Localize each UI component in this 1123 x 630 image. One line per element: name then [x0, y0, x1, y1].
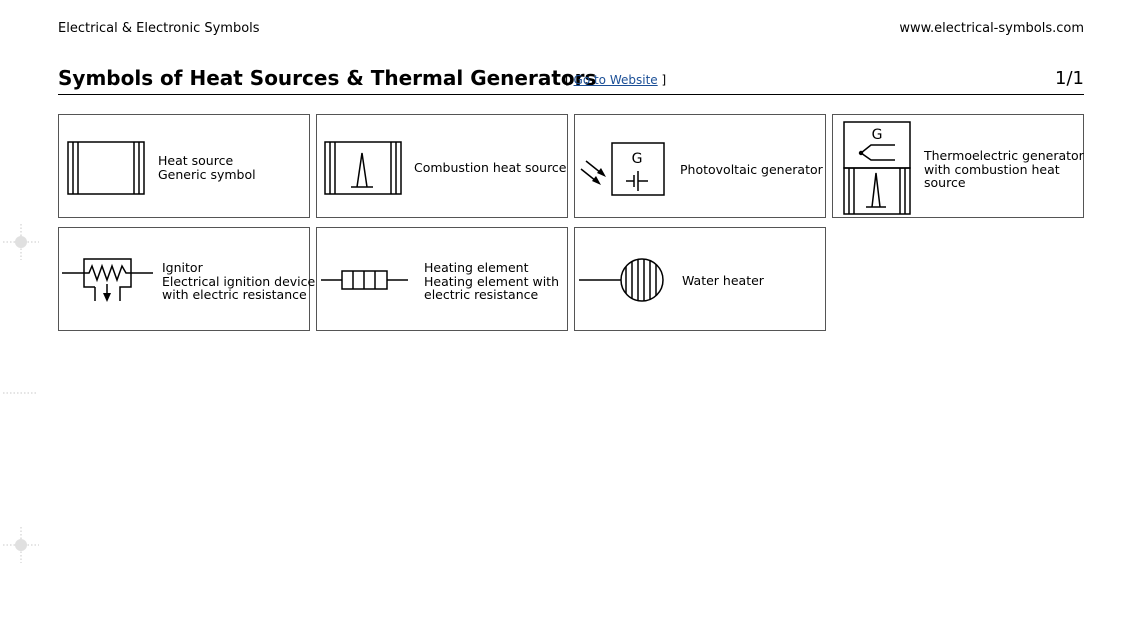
site-name: Electrical & Electronic Symbols — [58, 21, 260, 36]
symbol-card-photovoltaic-generator[interactable]: G Photovoltaic generator — [574, 114, 826, 218]
symbol-label: Heat source Generic symbol — [158, 153, 256, 182]
water-heater-icon — [579, 258, 664, 302]
photovoltaic-generator-icon: G — [580, 142, 665, 196]
website-link-wrapper: [ Go to Website ] — [565, 73, 666, 87]
symbol-label: Thermoelectric generator with combustion… — [924, 148, 1084, 190]
heat-source-icon — [67, 141, 145, 195]
title-bar: Symbols of Heat Sources & Thermal Genera… — [58, 66, 1084, 95]
page-title: Symbols of Heat Sources & Thermal Genera… — [58, 66, 597, 90]
generator-g-glyph: G — [632, 151, 643, 167]
combustion-heat-source-icon — [324, 141, 402, 195]
guide-handle-icon[interactable] — [3, 527, 39, 563]
bracket-close: ] — [661, 73, 667, 87]
symbol-label: Combustion heat source — [414, 160, 567, 175]
guide-line-icon[interactable] — [3, 375, 39, 411]
thermoelectric-generator-icon: G — [843, 121, 911, 215]
symbol-card-heat-source[interactable]: Heat source Generic symbol — [58, 114, 310, 218]
generator-g-glyph: G — [872, 127, 883, 143]
symbol-card-thermoelectric-generator[interactable]: G Thermoelectric generator with combusti… — [832, 114, 1084, 218]
guide-handle-icon[interactable] — [3, 224, 39, 260]
site-url[interactable]: www.electrical-symbols.com — [899, 21, 1084, 36]
bracket-open: [ — [565, 73, 570, 87]
symbol-card-heating-element[interactable]: Heating element Heating element with ele… — [316, 227, 568, 331]
symbol-label: Heating element Heating element with ele… — [424, 260, 559, 302]
symbol-label: Photovoltaic generator — [680, 162, 823, 177]
symbol-card-water-heater[interactable]: Water heater — [574, 227, 826, 331]
symbol-label: Water heater — [682, 273, 764, 288]
heating-element-icon — [321, 270, 408, 290]
go-to-website-link[interactable]: Go to Website — [573, 73, 658, 87]
symbol-card-combustion-heat-source[interactable]: Combustion heat source — [316, 114, 568, 218]
page-indicator: 1/1 — [1055, 68, 1084, 89]
symbol-label: Ignitor Electrical ignition device with … — [162, 260, 316, 302]
ignitor-icon — [62, 258, 153, 302]
symbol-card-ignitor[interactable]: Ignitor Electrical ignition device with … — [58, 227, 315, 331]
